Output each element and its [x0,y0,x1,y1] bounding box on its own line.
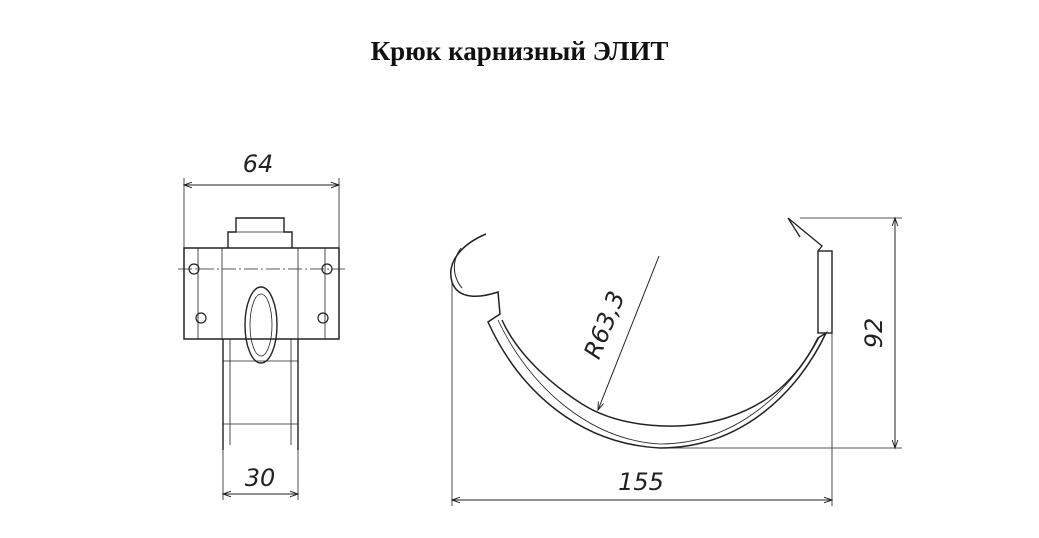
dim-strap-width: 30 [245,464,276,492]
dim-total-height: 92 [860,318,888,349]
strap [222,339,299,450]
hook-profile [450,233,828,449]
mounting-plate [183,247,340,340]
dim-radius: R63,3 [578,287,630,363]
adjustment-slot [244,286,278,364]
side-view: R63,3 155 92 [450,216,902,506]
dim-front-width: 64 [243,150,274,178]
dim-total-width: 155 [618,468,664,496]
drawing-title: Крюк карнизный ЭЛИТ [370,36,669,66]
top-tab [227,217,293,248]
side-bracket [817,250,833,334]
mounting-holes [188,263,333,324]
radius-leader [597,255,660,412]
front-view: 64 30 [178,150,345,500]
